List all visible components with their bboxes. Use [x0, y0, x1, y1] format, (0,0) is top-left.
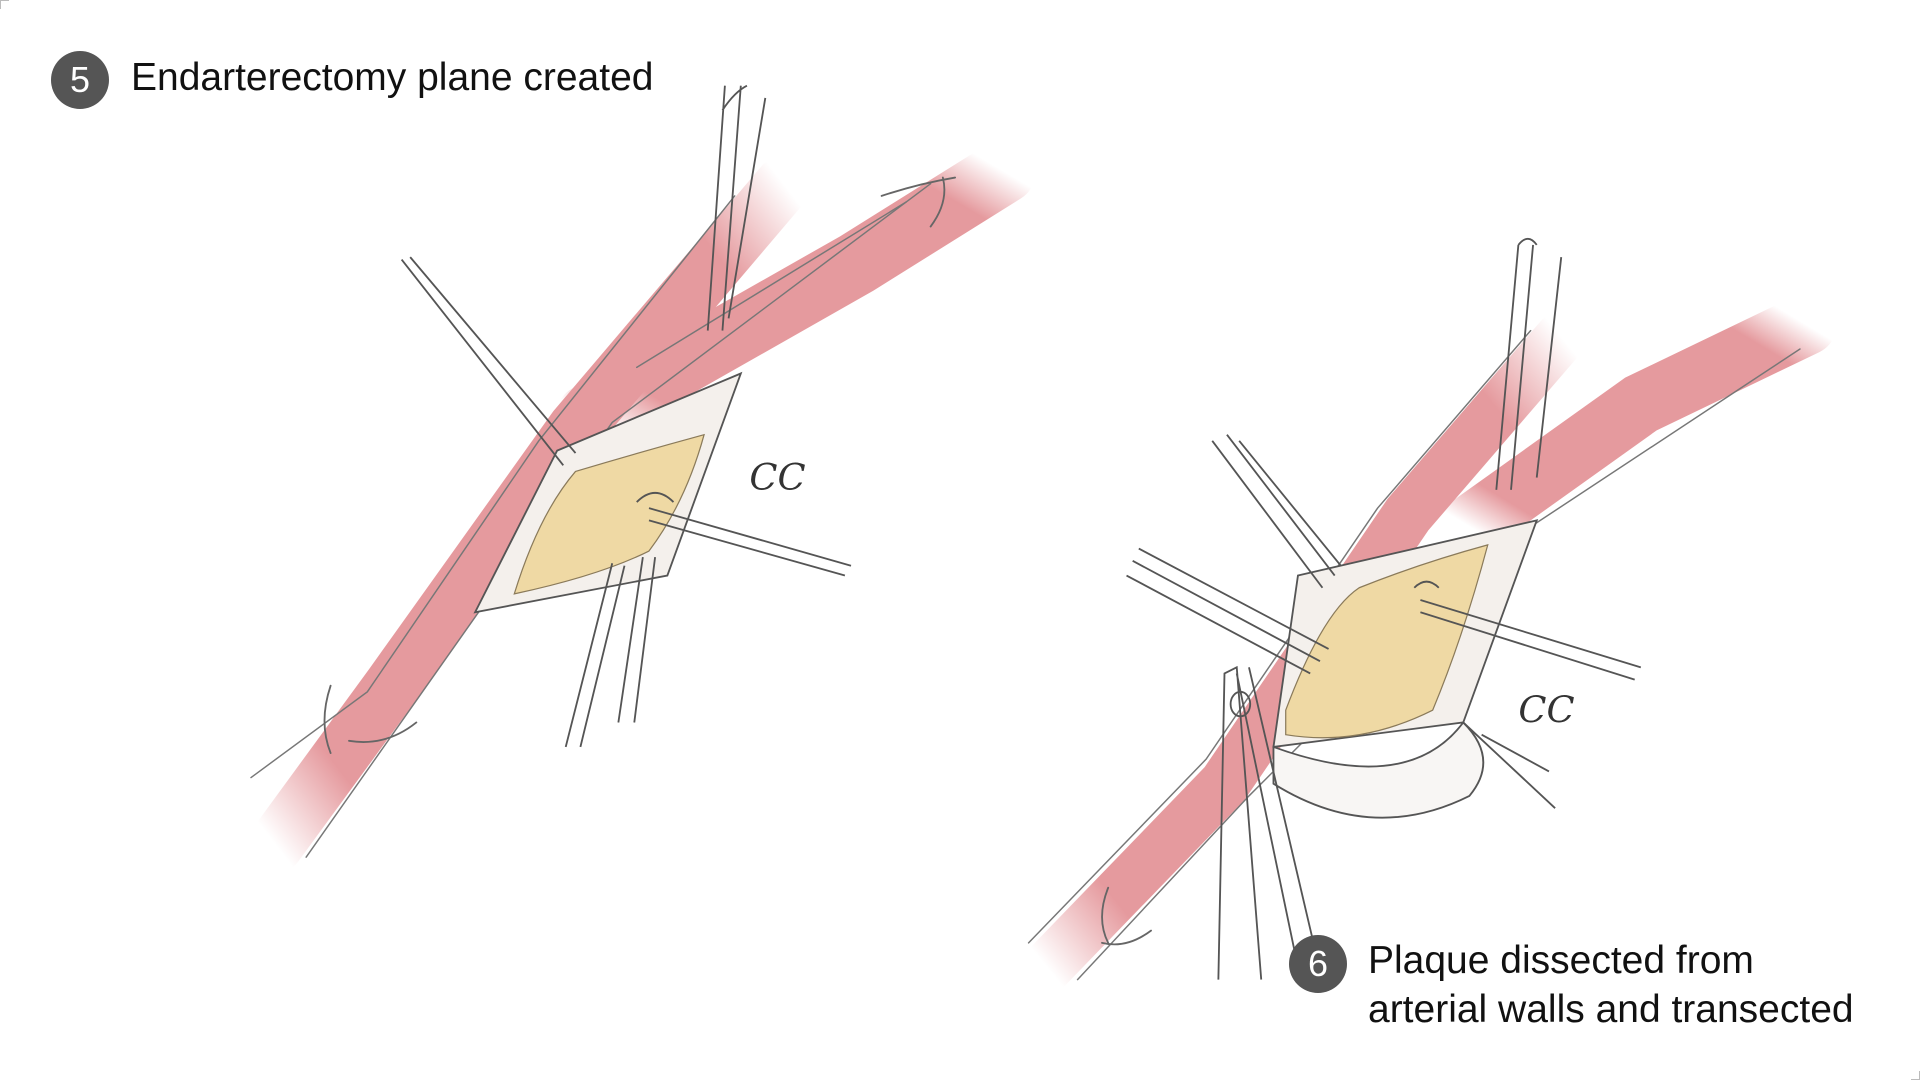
plaque [1285, 544, 1489, 739]
step-caption-line-1: Plaque dissected from [1368, 939, 1754, 982]
artist-signature: CC [1518, 688, 1574, 731]
figure-step-6: CC [1021, 237, 1837, 994]
step-caption-line-2: arterial walls and transected [1368, 988, 1854, 1031]
artist-signature: CC [749, 456, 805, 499]
retracted-wall [1272, 721, 1485, 819]
plaque [513, 433, 705, 595]
figure-step-5: CC [247, 84, 1036, 874]
instruments [1126, 237, 1642, 980]
instruments [400, 84, 852, 748]
step-number-badge: 6 [1289, 935, 1347, 993]
step-caption: Endarterectomy plane created [131, 56, 654, 99]
corner-mark [0, 0, 9, 9]
artery [247, 139, 1036, 874]
step-number-badge: 5 [51, 51, 109, 109]
